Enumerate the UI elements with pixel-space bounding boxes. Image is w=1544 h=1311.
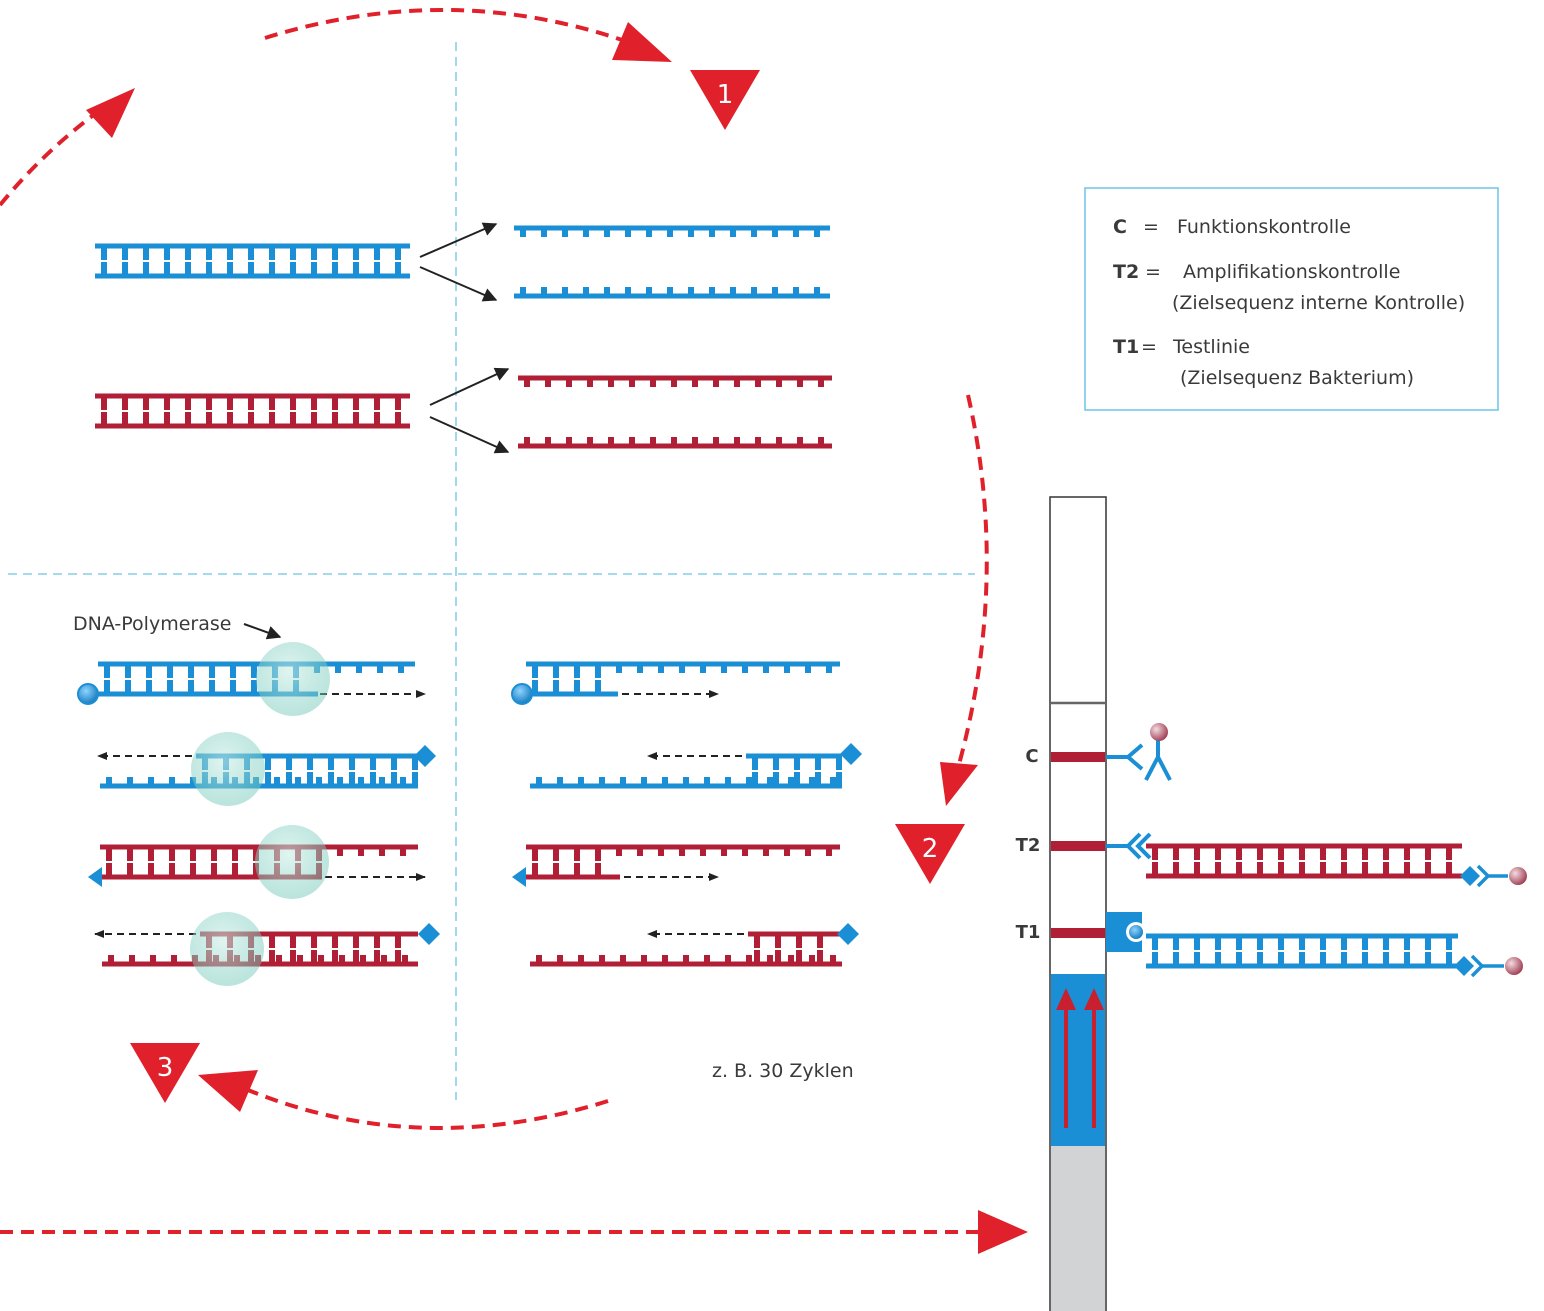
primer-red-1 bbox=[512, 844, 840, 887]
t1-gold-bead bbox=[1505, 957, 1523, 975]
control-antibody bbox=[1106, 736, 1172, 781]
arrowhead-flow bbox=[978, 1210, 1028, 1254]
step-1-label: 1 bbox=[717, 80, 734, 110]
legend-t2-sub: (Zielsequenz interne Kontrolle) bbox=[1172, 292, 1465, 314]
step-3-marker: 3 bbox=[130, 1043, 200, 1103]
elongation-red-1 bbox=[88, 825, 426, 899]
t2-amplicon bbox=[1146, 843, 1462, 879]
polymerase-label: DNA-Polymerase bbox=[73, 613, 231, 635]
elongation-blue-1 bbox=[77, 642, 426, 716]
arrowhead-bottom bbox=[198, 1070, 258, 1112]
denaturation-arrows bbox=[419, 222, 510, 454]
primer-red-2 bbox=[530, 923, 859, 967]
legend-t1-eq: = bbox=[1141, 336, 1157, 358]
legend-t2-key: T2 bbox=[1113, 261, 1139, 283]
template-dna-blue bbox=[95, 243, 410, 279]
step-markers: 1 2 3 bbox=[130, 70, 965, 1103]
cycle-arrows bbox=[0, 8, 989, 1234]
cycle-arrow-right bbox=[956, 394, 989, 769]
legend-t2-text: Amplifikationskontrolle bbox=[1183, 261, 1400, 283]
primer-blue-2 bbox=[530, 743, 862, 789]
legend-c-text: Funktionskontrolle bbox=[1177, 216, 1351, 238]
t1-amplicon bbox=[1146, 933, 1458, 969]
strip-label-t1: T1 bbox=[1016, 922, 1041, 943]
arrowhead-right bbox=[940, 762, 978, 806]
cycle-arrow-top bbox=[264, 8, 629, 44]
legend-t1-key: T1 bbox=[1113, 336, 1139, 358]
cycles-label: z. B. 30 Zyklen bbox=[712, 1060, 854, 1082]
legend-t1-sub: (Zielsequenz Bakterium) bbox=[1180, 367, 1414, 389]
strip-label-c: C bbox=[1025, 746, 1038, 767]
legend-box: C = Funktionskontrolle T2 = Amplifikatio… bbox=[1084, 187, 1499, 411]
step-3-label: 3 bbox=[157, 1053, 174, 1083]
dna-strands bbox=[77, 225, 1462, 986]
single-strand-blue-upper bbox=[514, 225, 830, 237]
arrowhead-top bbox=[612, 22, 672, 62]
single-strand-blue-lower bbox=[514, 287, 830, 299]
step-1-marker: 1 bbox=[690, 70, 760, 130]
t2-detection bbox=[1460, 864, 1527, 888]
single-strand-red-upper bbox=[518, 375, 832, 387]
step-2-label: 2 bbox=[922, 834, 939, 864]
cycle-arrowheads bbox=[86, 22, 1028, 1254]
control-gold-bead bbox=[1150, 723, 1168, 741]
template-dna-red bbox=[95, 393, 410, 429]
t2-capture-antibody bbox=[1106, 832, 1152, 860]
primer-blue-1 bbox=[511, 661, 840, 705]
test-strip: C T2 T1 bbox=[1016, 496, 1107, 1311]
legend-c-key: C bbox=[1113, 216, 1127, 238]
t2-gold-bead bbox=[1509, 867, 1527, 885]
elongation-blue-2 bbox=[97, 732, 436, 806]
legend-t1-text: Testlinie bbox=[1172, 336, 1250, 358]
legend-c-eq: = bbox=[1143, 216, 1159, 238]
t1-capture bbox=[1106, 912, 1146, 952]
cycle-arrow-bottom bbox=[247, 1088, 609, 1130]
arrowhead-left bbox=[86, 88, 135, 138]
elongation-red-2 bbox=[94, 912, 440, 986]
flow-direction-arrows bbox=[1056, 988, 1104, 1128]
t1-line bbox=[1051, 928, 1105, 938]
absorbent-pad bbox=[1051, 1146, 1105, 1311]
single-strand-red-lower bbox=[518, 437, 832, 449]
step-2-marker: 2 bbox=[895, 824, 965, 884]
t1-detection bbox=[1454, 954, 1523, 978]
guide-lines bbox=[8, 42, 975, 1100]
polymerase-pointer bbox=[243, 623, 282, 640]
cycle-arrow-left bbox=[0, 106, 105, 207]
legend-t2-eq: = bbox=[1145, 261, 1161, 283]
control-line bbox=[1051, 752, 1105, 762]
strip-label-t2: T2 bbox=[1016, 835, 1041, 856]
t2-line bbox=[1051, 841, 1105, 851]
